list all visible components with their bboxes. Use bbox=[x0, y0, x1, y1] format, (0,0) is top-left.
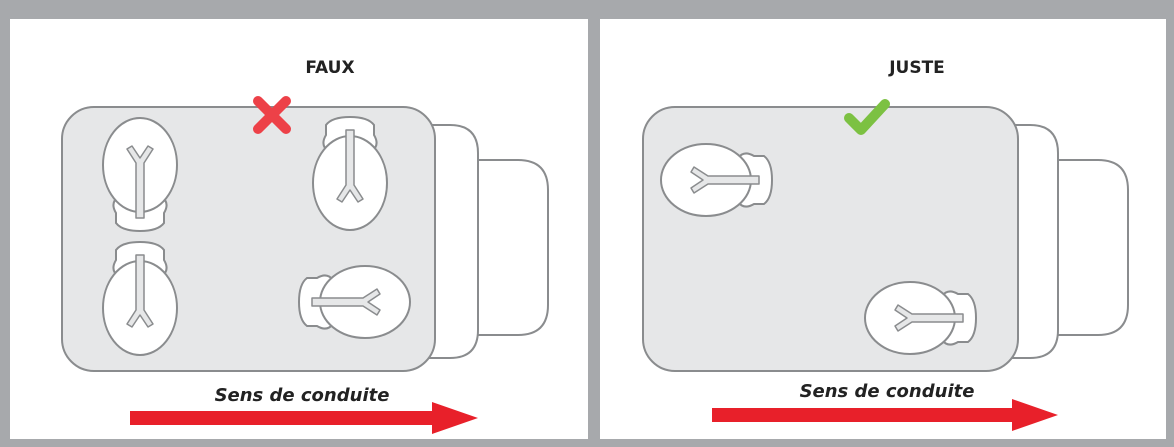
cross-icon bbox=[253, 96, 291, 134]
panel-label: FAUX bbox=[305, 58, 354, 78]
child-seat bbox=[864, 281, 978, 355]
child-seat bbox=[102, 117, 178, 233]
vehicle-hood bbox=[424, 124, 479, 359]
check-icon bbox=[844, 99, 890, 135]
vehicle-cab bbox=[1054, 159, 1129, 336]
vehicle-cab bbox=[474, 159, 549, 336]
direction-caption: Sens de conduite bbox=[800, 381, 975, 402]
panel-right: JUSTE Sens de conduite bbox=[642, 58, 1129, 431]
child-seat bbox=[312, 115, 388, 231]
child-seat bbox=[297, 265, 411, 339]
direction-caption: Sens de conduite bbox=[215, 385, 390, 406]
direction-arrow bbox=[712, 399, 1058, 431]
panel-label: JUSTE bbox=[888, 58, 945, 78]
child-seat bbox=[660, 143, 774, 217]
panel-wrong: FAUX Sens de cond bbox=[61, 58, 549, 434]
child-seat bbox=[102, 240, 178, 356]
direction-arrow bbox=[130, 402, 478, 434]
